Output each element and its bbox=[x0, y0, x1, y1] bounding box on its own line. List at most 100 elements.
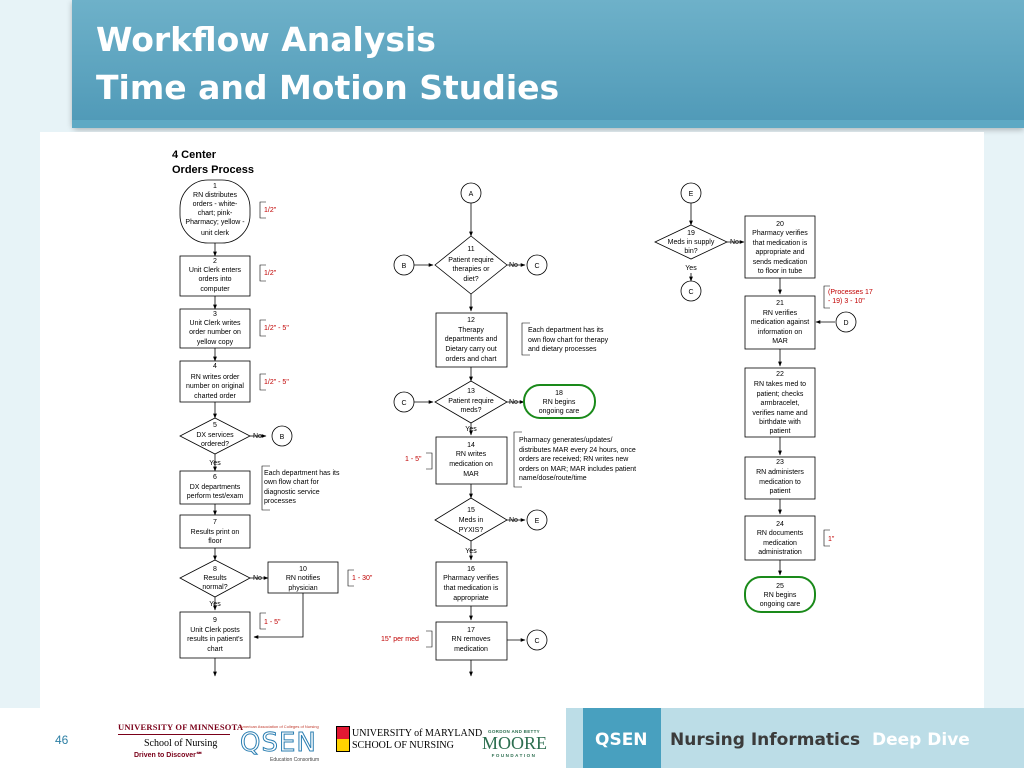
slide-title-line-2: Time and Motion Studies bbox=[96, 68, 560, 107]
node-14-process bbox=[435, 436, 508, 485]
node-3-process bbox=[179, 308, 251, 349]
node-17-process bbox=[435, 621, 508, 661]
time-3: 1/2" - 5" bbox=[264, 325, 289, 332]
time-bracket-9 bbox=[259, 612, 266, 630]
time-bracket-10 bbox=[347, 569, 354, 587]
connector-b-1 bbox=[271, 425, 293, 447]
node-18-terminal bbox=[523, 384, 596, 419]
node-5-decision bbox=[179, 417, 251, 455]
yes-label-5: Yes bbox=[209, 460, 221, 467]
connector-c-2 bbox=[393, 391, 415, 413]
time-bracket-3 bbox=[259, 319, 266, 337]
node-24-process bbox=[744, 515, 816, 561]
moore-logo-top: GORDON AND BETTY bbox=[488, 729, 540, 734]
yes-label-15: Yes bbox=[465, 548, 477, 555]
node-20-process bbox=[744, 215, 816, 279]
umd-logo-school: SCHOOL OF NURSING bbox=[352, 740, 454, 751]
node-15-decision bbox=[434, 497, 508, 542]
time-bracket-17 bbox=[426, 630, 433, 648]
umd-shield-icon bbox=[336, 726, 350, 752]
umn-logo-divider bbox=[118, 734, 230, 735]
qsen-logo-wordmark: QSEN bbox=[240, 728, 317, 758]
node-9-process bbox=[179, 611, 251, 659]
connector-e-1 bbox=[526, 509, 548, 531]
time-4: 1/2" - 5" bbox=[264, 379, 289, 386]
connector-e-2 bbox=[680, 182, 702, 204]
connector-a-label: A bbox=[469, 191, 474, 198]
footer-qsen-tab bbox=[583, 708, 661, 768]
umn-logo-tagline: Driven to Discover℠ bbox=[134, 752, 203, 759]
chart-heading-center: 4 Center bbox=[172, 149, 217, 161]
connector-c-3-label: C bbox=[534, 638, 539, 645]
umn-logo: UNIVERSITY OF MINNESOTA School of Nursin… bbox=[118, 722, 244, 766]
yes-label-19: Yes bbox=[685, 265, 697, 272]
note-14: Pharmacy generates/updates/distributes M… bbox=[519, 437, 636, 482]
node-2-process bbox=[179, 255, 251, 297]
time-14: 1 - 5" bbox=[405, 456, 422, 463]
time-bracket-1 bbox=[259, 201, 266, 219]
qsen-logo-subtitle: Education Consortium bbox=[270, 757, 320, 763]
connector-b-2 bbox=[393, 254, 415, 276]
moore-logo-bottom: FOUNDATION bbox=[491, 753, 537, 758]
connector-d bbox=[835, 311, 857, 333]
node-10-process bbox=[267, 561, 339, 594]
time-20: (Processes 17- 19) 3 - 10" bbox=[828, 289, 873, 305]
time-10: 1 - 30" bbox=[352, 575, 373, 582]
no-label-8: No bbox=[253, 575, 262, 582]
time-bracket-24 bbox=[823, 529, 830, 547]
connector-d-label: D bbox=[843, 320, 848, 327]
node-4-process bbox=[179, 360, 251, 403]
node-13-decision bbox=[434, 380, 508, 424]
no-label-15: No bbox=[509, 517, 518, 524]
no-label-19: No bbox=[730, 239, 739, 246]
time-1: 1/2" bbox=[264, 207, 277, 214]
slide-number: 46 bbox=[55, 733, 69, 747]
no-label-11: No bbox=[509, 262, 518, 269]
umn-logo-name: UNIVERSITY OF MINNESOTA bbox=[118, 722, 244, 732]
connector-c-1-label: C bbox=[534, 263, 539, 270]
node-23-process bbox=[744, 456, 816, 500]
node-6-process bbox=[179, 470, 251, 505]
footer-qsen-label: QSEN bbox=[595, 730, 648, 750]
connector-e-1-label: E bbox=[535, 518, 540, 525]
connector-c-1 bbox=[526, 254, 548, 276]
connector-c-4-label: C bbox=[688, 289, 693, 296]
moore-logo-name: MOORE bbox=[482, 733, 548, 753]
no-label-13: No bbox=[509, 399, 518, 406]
time-2: 1/2" bbox=[264, 270, 277, 277]
connector-b-1-label: B bbox=[280, 434, 285, 441]
note-bracket-6 bbox=[261, 465, 270, 511]
connector-c-3 bbox=[526, 629, 548, 651]
note-bracket-12 bbox=[521, 322, 530, 356]
connector-e-2-label: E bbox=[689, 191, 694, 198]
node-25-terminal bbox=[744, 576, 816, 613]
no-label-5: No bbox=[253, 433, 262, 440]
node-1-process bbox=[179, 179, 251, 244]
time-9: 1 - 5" bbox=[264, 619, 281, 626]
umd-logo: UNIVERSITY of MARYLAND SCHOOL OF NURSING bbox=[336, 726, 482, 756]
node-12-process bbox=[435, 312, 508, 368]
node-8-decision bbox=[179, 559, 251, 598]
connector-c-2-label: C bbox=[401, 400, 406, 407]
time-17: 15" per med bbox=[381, 636, 419, 643]
